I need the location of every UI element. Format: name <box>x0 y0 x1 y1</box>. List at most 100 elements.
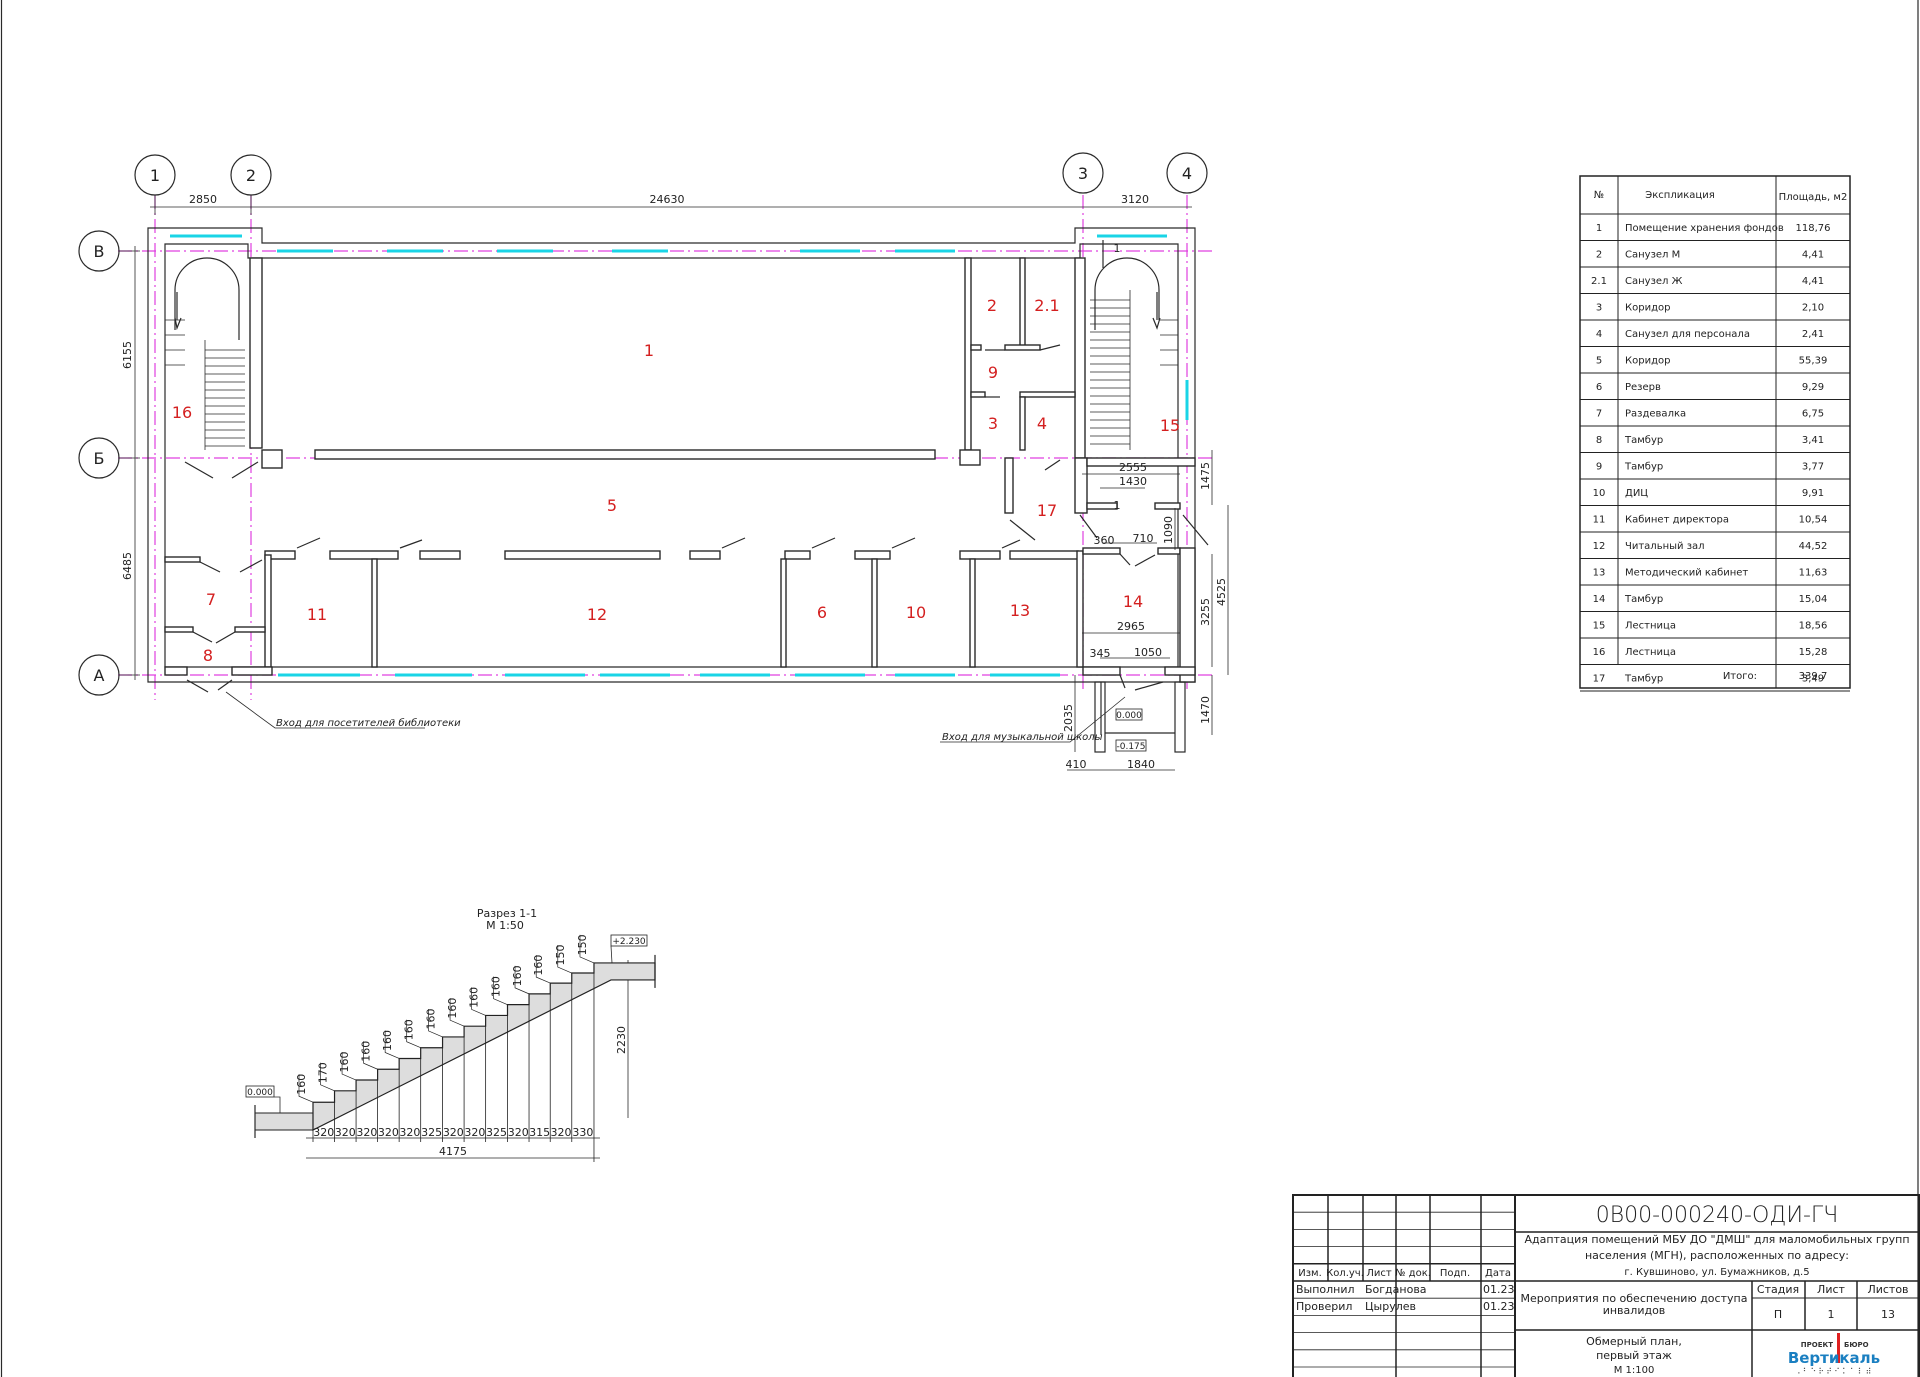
table-header-area: Площадь, м2 <box>1779 192 1848 203</box>
stage-value: П <box>1774 1308 1782 1321</box>
interior-walls <box>164 257 1196 683</box>
riser-dimension: 170 <box>317 1062 330 1083</box>
riser-dimension: 150 <box>576 934 589 955</box>
table-cell-number: 7 <box>1596 409 1602 420</box>
table-cell-number: 10 <box>1593 488 1606 499</box>
column-header: Подп. <box>1440 1268 1470 1279</box>
riser-leader <box>384 1030 400 1059</box>
stair-section: Разрез 1-1 М 1:50 0.000 +2.230 4175 2230… <box>245 907 656 1162</box>
riser-leader <box>514 965 530 995</box>
table-cell-name: Тамбур <box>1624 594 1663 605</box>
room-number: 3 <box>988 414 998 433</box>
riser-leader <box>428 1008 443 1038</box>
dim-4525: 4525 <box>1215 578 1228 606</box>
dim-1430: 1430 <box>1119 475 1147 488</box>
riser-leader <box>535 955 551 984</box>
dim-2035: 2035 <box>1062 704 1075 732</box>
dimension-values: 2850 24630 3120 6155 6485 2555 1430 1 14… <box>121 193 1228 771</box>
sheet-value: 1 <box>1828 1308 1835 1321</box>
table-cell-number: 1 <box>1596 223 1602 234</box>
table-cell-area: 15,28 <box>1799 647 1828 658</box>
dim-710: 710 <box>1133 532 1154 545</box>
entrance-notes: Вход для посетителей библиотеки Вход для… <box>225 691 1126 743</box>
riser-dimension: 160 <box>489 976 502 997</box>
table-cell-name: Раздевалка <box>1625 409 1686 420</box>
tread-dimension: 320 <box>313 1126 334 1139</box>
table-cell-area: 4,41 <box>1802 276 1824 287</box>
axis-bubbles: 1 2 3 4 В Б А <box>78 152 1208 696</box>
table-cell-number: 14 <box>1593 594 1606 605</box>
title-block: 0В00-000240-ОДИ-ГЧ Адаптация помещений М… <box>1292 1194 1920 1377</box>
riser-leader <box>557 945 572 974</box>
project-line-2: населения (МГН), расположенных по адресу… <box>1585 1249 1849 1262</box>
riser-dimension: 160 <box>295 1074 308 1095</box>
section-title-2: инвалидов <box>1603 1304 1666 1317</box>
axis-label-2: 2 <box>246 166 256 185</box>
tread-dimension: 320 <box>464 1126 485 1139</box>
dim-2850: 2850 <box>189 193 217 206</box>
table-cell-area: 18,56 <box>1799 621 1828 632</box>
room-number: 13 <box>1010 601 1030 620</box>
table-cell-name: Коридор <box>1625 356 1670 367</box>
table-cell-area: 118,76 <box>1796 223 1831 234</box>
table-cell-number: 2.1 <box>1591 276 1607 287</box>
section-scale: М 1:50 <box>486 919 524 932</box>
room-number: 15 <box>1160 416 1180 435</box>
axis-label-a: А <box>94 666 105 685</box>
room-number: 2.1 <box>1034 296 1059 315</box>
riser-dimension: 160 <box>425 1008 438 1029</box>
table-cell-area: 3,77 <box>1802 462 1824 473</box>
room-number: 12 <box>587 605 607 624</box>
dim-1470: 1470 <box>1199 696 1212 724</box>
axis-label-1: 1 <box>150 166 160 185</box>
axis-label-3: 3 <box>1078 164 1088 183</box>
room-number: 14 <box>1123 592 1143 611</box>
floor-plan: 1 2 3 4 В Б А <box>78 152 1229 771</box>
table-total-label: Итого: <box>1723 671 1757 682</box>
table-cell-name: Тамбур <box>1624 462 1663 473</box>
section-level-top: +2.230 <box>612 937 646 947</box>
explication-table: № Экспликация Площадь, м2 Итого: 339,7 1… <box>1579 175 1851 692</box>
room-number: 4 <box>1037 414 1047 433</box>
table-cell-number: 9 <box>1596 462 1602 473</box>
signer-date: 01.23 <box>1483 1283 1515 1296</box>
column-header: Дата <box>1485 1268 1511 1279</box>
dim-2965: 2965 <box>1117 620 1145 633</box>
tread-dimension: 320 <box>508 1126 529 1139</box>
riser-dimension: 160 <box>381 1030 394 1051</box>
room-number: 16 <box>172 403 192 422</box>
level-0000: 0.000 <box>1116 711 1142 721</box>
riser-dimension: 160 <box>511 965 524 986</box>
table-cell-number: 2 <box>1596 250 1602 261</box>
stair-right: 1 <box>1090 240 1178 450</box>
porch <box>1094 681 1186 753</box>
project-line-1: Адаптация помещений МБУ ДО "ДМШ" для мал… <box>1524 1233 1909 1246</box>
dim-345: 345 <box>1090 647 1111 660</box>
table-cell-name: Тамбур <box>1624 435 1663 446</box>
tread-dimension: 320 <box>443 1126 464 1139</box>
tread-dimension: 325 <box>421 1126 442 1139</box>
axis-label-4: 4 <box>1182 164 1192 183</box>
riser-leader <box>320 1062 335 1092</box>
dim-3255: 3255 <box>1199 598 1212 626</box>
table-cell-area: 11,63 <box>1799 568 1828 579</box>
logo-braille-icon: ⠠⠃⠑⠗⠞⠊⠅⠁⠇⠾ <box>1795 1367 1874 1376</box>
riser-leader <box>406 1019 421 1049</box>
table-cell-name: Методический кабинет <box>1625 568 1748 579</box>
room-number: 10 <box>906 603 926 622</box>
project-line-3: г. Кувшиново, ул. Бумажников, д.5 <box>1624 1267 1809 1278</box>
table-cell-name: Санузел М <box>1625 250 1680 261</box>
tread-dimension: 320 <box>335 1126 356 1139</box>
company-logo: ПРОЕКТ БЮРО Вертикаль ⠠⠃⠑⠗⠞⠊⠅⠁⠇⠾ <box>1788 1333 1880 1376</box>
dim-1475: 1475 <box>1199 462 1212 490</box>
dim-1050: 1050 <box>1134 646 1162 659</box>
room-number: 7 <box>206 590 216 609</box>
sheets-label: Листов <box>1867 1283 1908 1296</box>
room-number: 1 <box>644 341 654 360</box>
signer-role: Проверил <box>1296 1300 1352 1313</box>
table-cell-area: 15,04 <box>1799 594 1828 605</box>
document-code: 0В00-000240-ОДИ-ГЧ <box>1596 1203 1839 1228</box>
section-mark: 1 <box>1114 499 1121 512</box>
tread-dimension: 330 <box>572 1126 593 1139</box>
room-number: 2 <box>987 296 997 315</box>
